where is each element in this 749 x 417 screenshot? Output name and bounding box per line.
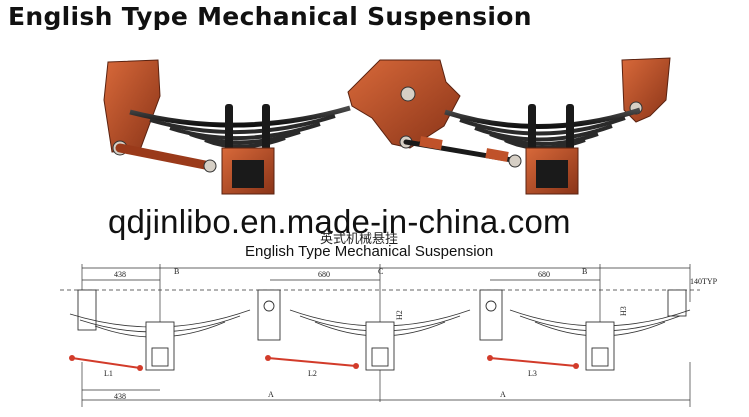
dim-a-left: A [268, 390, 274, 399]
dim-l2: L2 [308, 369, 317, 378]
dim-a-right: A [500, 390, 506, 399]
rear-axle-seat [525, 147, 579, 195]
dim-438-bottom: 438 [114, 392, 126, 401]
dim-680-right: 680 [538, 270, 550, 279]
drawing-rod-l1 [71, 357, 141, 369]
front-hanger [103, 59, 161, 156]
rear-leaf-spring [444, 104, 641, 150]
drawing-chinese-title: 英式机械悬挂 [320, 232, 399, 247]
dim-h2: H2 [395, 310, 404, 320]
dim-l3: L3 [528, 369, 537, 378]
drawing-rear-hanger [667, 289, 687, 317]
dim-h3: H3 [619, 306, 628, 316]
dim-b-left: B [174, 267, 179, 276]
dim-l1: L1 [104, 369, 113, 378]
dim-b-right: B [582, 267, 587, 276]
dim-140typ: 140TYP [690, 277, 718, 286]
front-axle-seat [221, 147, 275, 195]
front-torque-rod [115, 143, 217, 173]
dim-680-left: 680 [318, 270, 330, 279]
drawing-rod-l3 [489, 357, 577, 367]
headline-title: English Type Mechanical Suspension [8, 2, 532, 31]
dim-438-top: 438 [114, 270, 126, 279]
center-hanger [347, 59, 461, 149]
technical-drawing: 438 B 680 C 680 B 140TYP H2 H3 L1 L2 L3 … [60, 264, 718, 407]
drawing-center-hanger [257, 289, 281, 341]
drawing-middle-hanger [479, 289, 503, 341]
dim-c: C [378, 267, 383, 276]
front-leaf-spring [129, 104, 351, 150]
watermark-text: qdjinlibo.en.made-in-china.com [108, 203, 571, 240]
drawing-rod-l2 [267, 357, 357, 367]
rear-torque-rod [403, 136, 522, 168]
suspension-photo [103, 57, 671, 195]
drawing-title: English Type Mechanical Suspension [245, 243, 494, 260]
